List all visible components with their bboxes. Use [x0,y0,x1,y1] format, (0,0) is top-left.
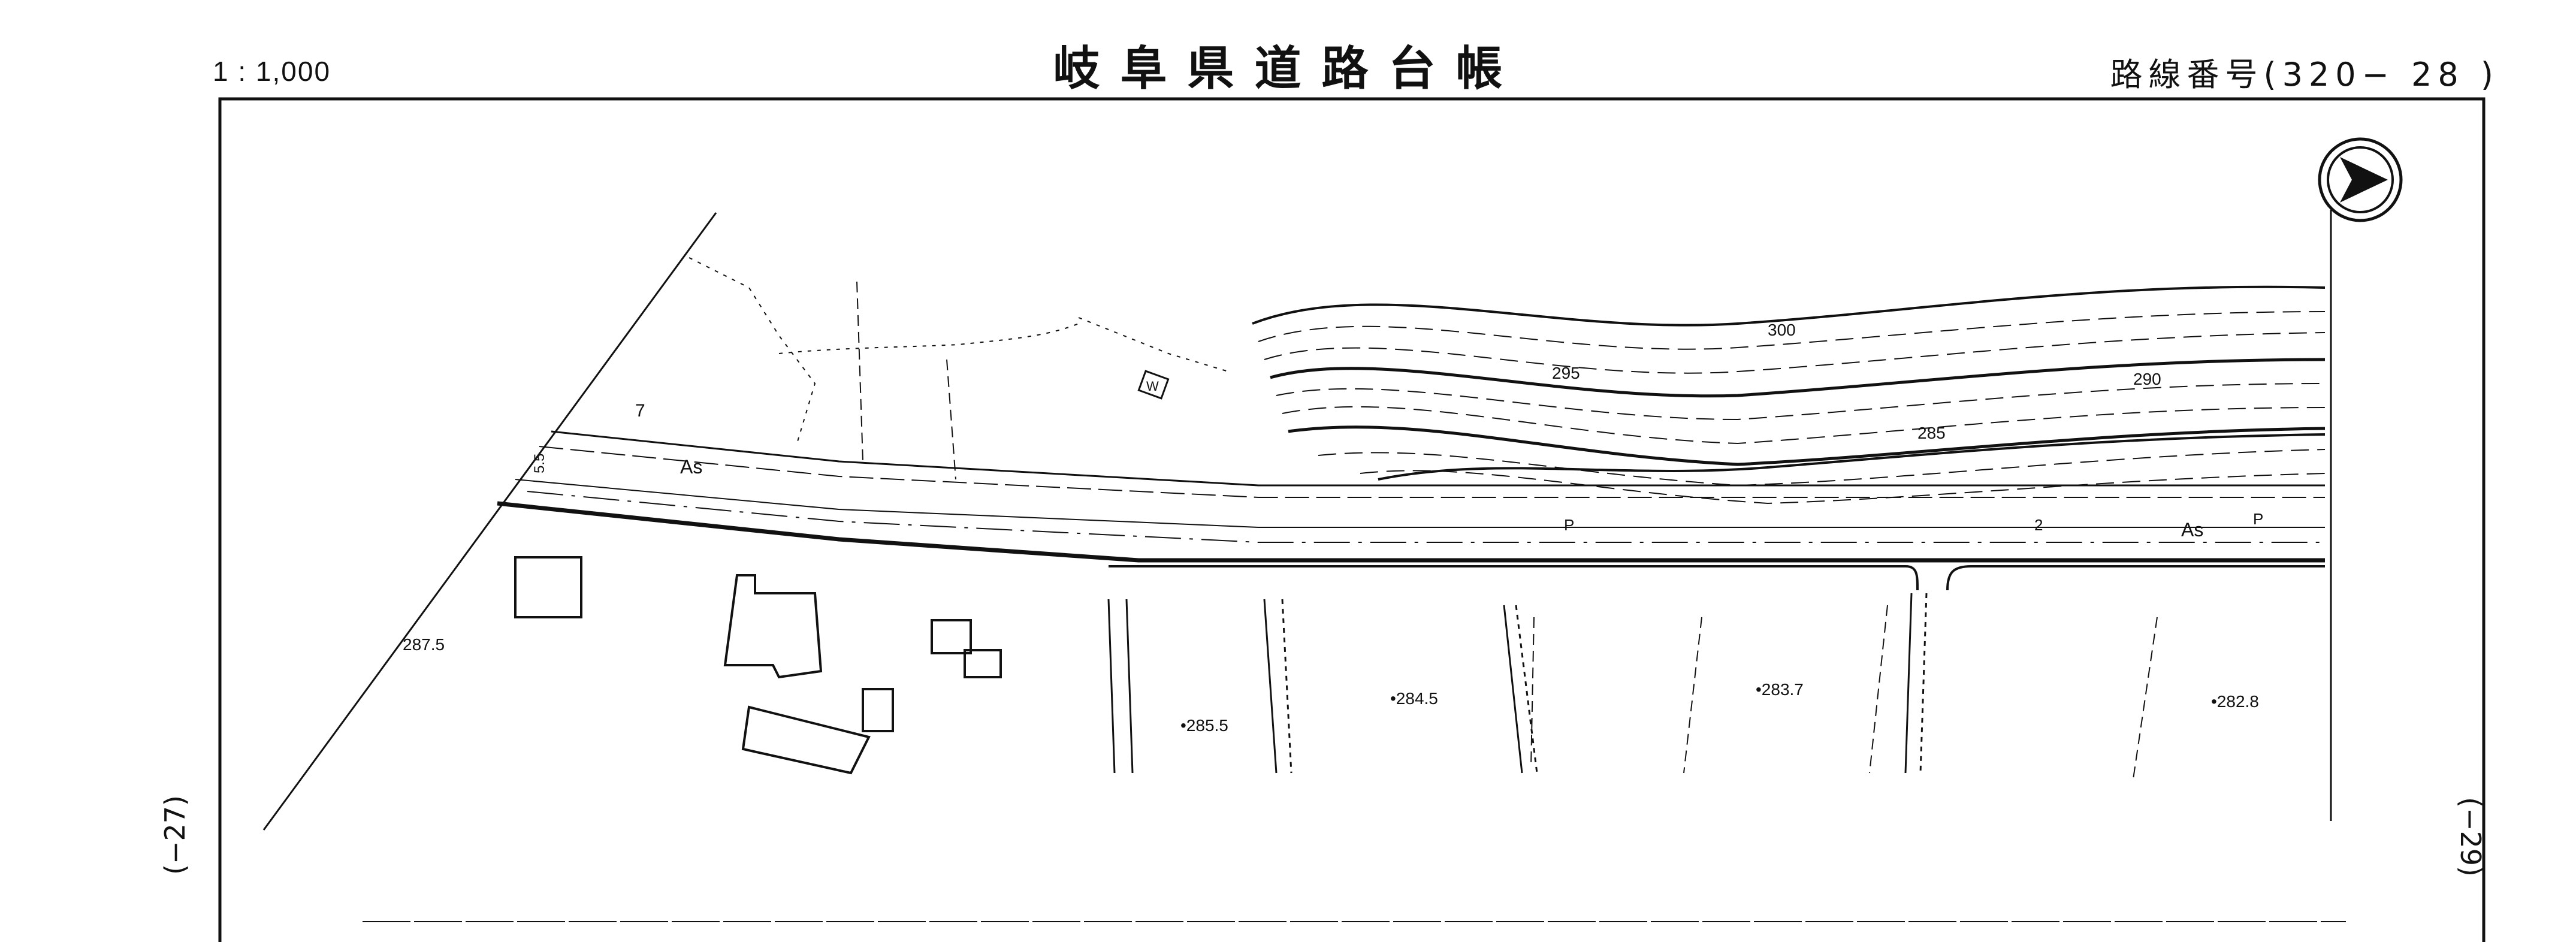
spot-height: 287.5 [403,635,445,654]
map-marker-box [1137,370,1170,400]
contour-lines [1252,285,2326,505]
road-edges [497,430,2325,591]
road-surface-label: As [2181,519,2203,541]
north-arrow-icon [2318,137,2403,222]
map-marker: 2 [2034,516,2043,534]
contour-labels: 300 295 290 285 [1552,321,2161,442]
slope-hatching [688,257,1229,444]
map-marker: W [1146,379,1159,394]
drainage-channels [1107,593,1928,774]
road-labels: As As P P W 2 7 5.5 [531,370,2263,541]
parcel-boundaries [856,281,2158,780]
route-number: 路線番号(320− 28 ) [2110,56,2499,93]
contour-label: 300 [1768,321,1796,339]
spot-height: •285.5 [1180,716,1228,735]
map-marker: P [2253,510,2263,528]
contour-label: 285 [1917,424,1946,442]
buildings [514,556,1002,775]
contour-label: 290 [2133,370,2161,388]
scale-label: 1 : 1,000 [213,56,331,87]
map-marker: 5.5 [531,454,548,473]
map-frame [218,97,2486,942]
contour-label: 295 [1552,364,1580,382]
document-title: 岐阜県道路台帳 [1053,42,1523,96]
spot-height: •284.5 [1390,689,1438,708]
sheet-edge-line [262,212,717,831]
map-marker: 7 [635,401,645,421]
map-marker: P [1564,516,1574,534]
spot-height: •282.8 [2211,692,2259,711]
road-surface-label: As [680,456,702,478]
spot-heights: •285.5 •284.5 •283.7 •282.8 287.5 [403,635,2259,735]
spot-height: •283.7 [1756,680,1804,699]
